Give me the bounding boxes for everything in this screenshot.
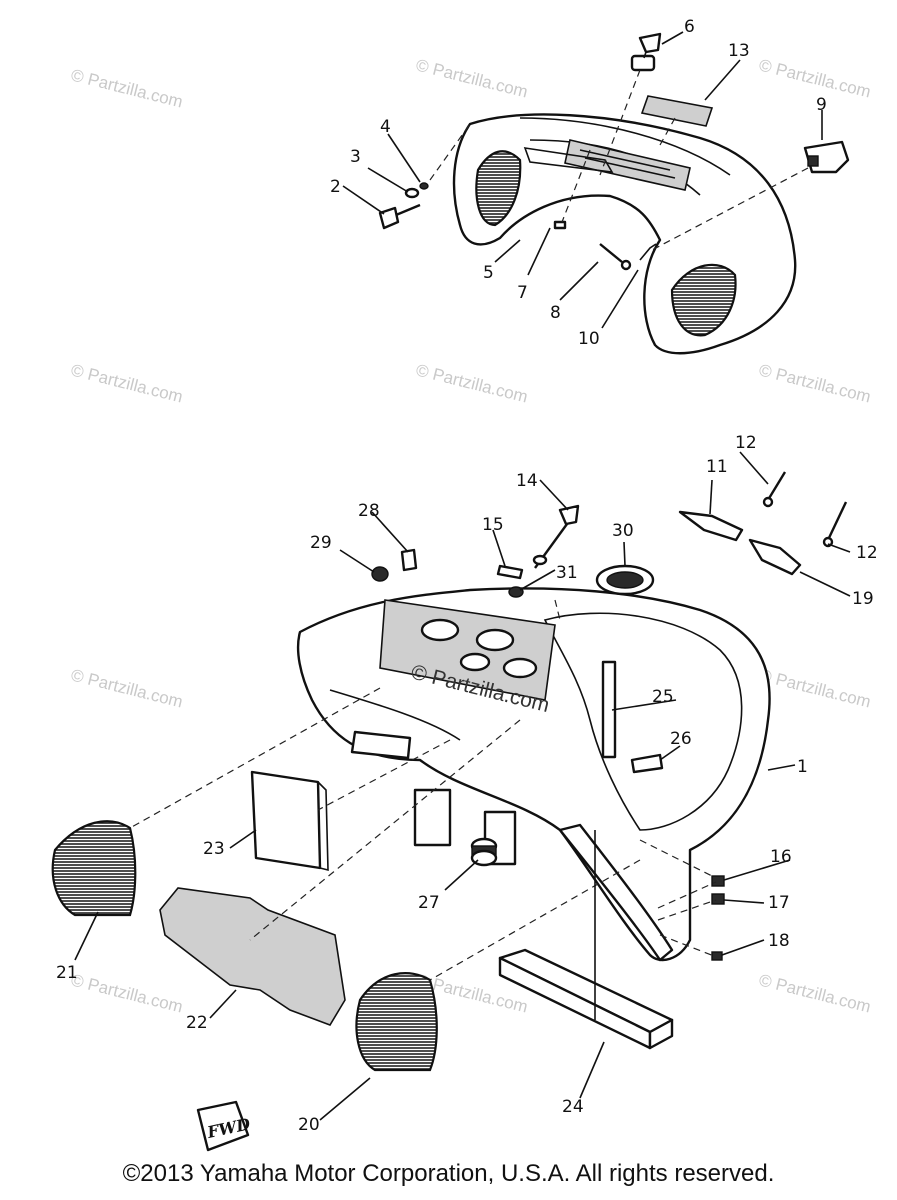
watermark: © Partzilla.com [69, 970, 185, 1016]
fwd-tag: FWD [196, 1100, 252, 1152]
callout-1: 1 [797, 757, 808, 777]
callout-15: 15 [482, 515, 504, 535]
part-23-pad [250, 770, 322, 870]
callout-2: 2 [330, 177, 341, 197]
watermark: © Partzilla.com [757, 55, 873, 101]
callout-12: 12 [735, 433, 757, 453]
part-24-bar [498, 948, 674, 1034]
upper-dashed-lines [429, 69, 809, 251]
cowl-grille-left [475, 150, 522, 227]
part-28-tab [400, 548, 418, 572]
callout-7: 7 [517, 283, 528, 303]
callout-12-b: 12 [856, 543, 878, 563]
part-15-clip [496, 564, 524, 580]
callout-numbers: 1 2 3 4 5 6 7 8 9 10 11 12 12 13 14 15 1… [56, 17, 878, 1135]
upper-hardware [378, 182, 657, 271]
part-12-screws [762, 471, 848, 548]
callout-30: 30 [612, 521, 634, 541]
hood-lower [296, 587, 771, 962]
part-20-grille [355, 972, 438, 1072]
part-29-nut [371, 566, 389, 582]
callout-11: 11 [706, 457, 728, 477]
callout-24: 24 [562, 1097, 584, 1117]
copyright-notice: ©2013 Yamaha Motor Corporation, U.S.A. A… [122, 1160, 775, 1187]
parts-16-17-18 [711, 875, 725, 961]
part-6-knob [630, 32, 662, 72]
watermark: © Partzilla.com [414, 55, 530, 101]
callout-19: 19 [852, 589, 874, 609]
part-9-clip [803, 140, 850, 174]
watermark: © Partzilla.com [414, 360, 530, 406]
lower-dashed-lines [129, 599, 717, 981]
callout-8: 8 [550, 303, 561, 323]
callout-22: 22 [186, 1013, 208, 1033]
part-22-panel [159, 887, 346, 1026]
watermark: © Partzilla.com [757, 360, 873, 406]
callout-26: 26 [670, 729, 692, 749]
watermark: © Partzilla.com [69, 65, 185, 111]
part-27-grommet [470, 837, 498, 867]
callout-10: 10 [578, 329, 600, 349]
callout-17: 17 [768, 893, 790, 913]
callout-14: 14 [516, 471, 538, 491]
watermark: © Partzilla.com [757, 970, 873, 1016]
callout-leaders [74, 31, 851, 1121]
part-31-grommet [508, 586, 524, 598]
watermark: © Partzilla.com [757, 665, 873, 711]
callout-28: 28 [358, 501, 380, 521]
cowl-grille-right [670, 263, 737, 337]
front-cowl-upper [452, 113, 797, 355]
callout-4: 4 [380, 117, 391, 137]
callout-23: 23 [203, 839, 225, 859]
part-13-decal [640, 95, 714, 127]
part-26-pad [630, 753, 664, 774]
callout-3: 3 [350, 147, 361, 167]
callout-18: 18 [768, 931, 790, 951]
part-19-bracket [748, 538, 802, 576]
watermark: © Partzilla.com [69, 665, 185, 711]
callout-5: 5 [483, 263, 494, 283]
callout-25: 25 [652, 687, 674, 707]
watermark: © Partzilla.com [69, 360, 185, 406]
callout-6: 6 [684, 17, 695, 37]
callout-16: 16 [770, 847, 792, 867]
part-14-knob [532, 504, 580, 569]
part-11-bracket [678, 510, 744, 542]
callout-31: 31 [556, 563, 578, 583]
callout-29: 29 [310, 533, 332, 553]
callout-9: 9 [816, 95, 827, 115]
part-30-emblem [595, 564, 655, 596]
callout-13: 13 [728, 41, 750, 61]
callout-21: 21 [56, 963, 78, 983]
part-21-grille [51, 820, 137, 917]
callout-27: 27 [418, 893, 440, 913]
callout-20: 20 [298, 1115, 320, 1135]
